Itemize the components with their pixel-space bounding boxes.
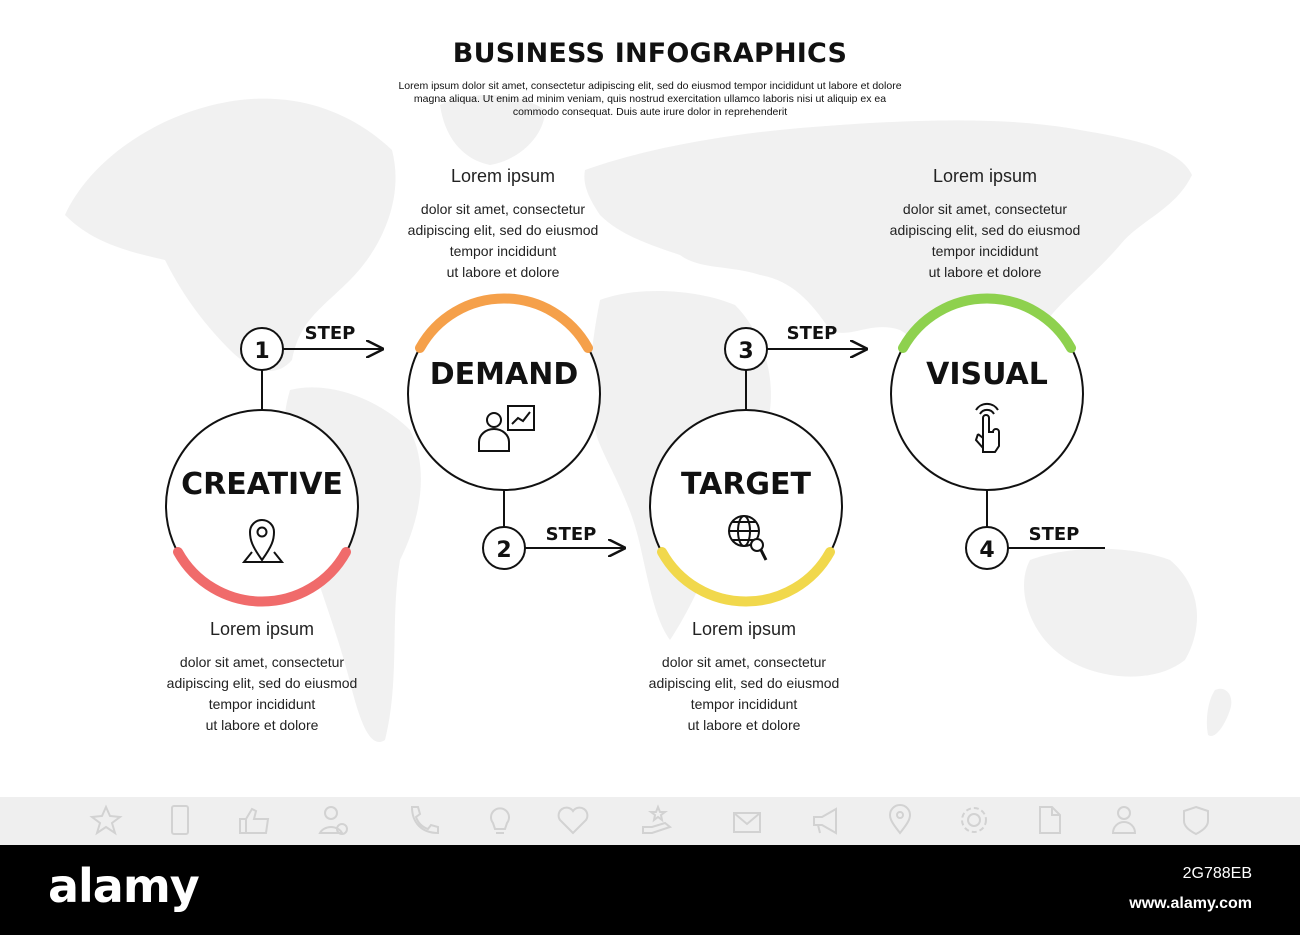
step-3-text-line: dolor sit amet, consectetur [661, 654, 827, 670]
presentation-icon [478, 405, 535, 452]
map-australia [1024, 548, 1197, 677]
step-1-text-heading: Lorem ipsum [209, 619, 315, 639]
step-1-description: Lorem ipsum dolor sit amet, consectetur … [142, 619, 382, 736]
step-4-text-line: adipiscing elit, sed do eiusmod [889, 222, 1081, 238]
step-2-accent-arc [415, 293, 593, 353]
step-3-text-line: adipiscing elit, sed do eiusmod [648, 675, 840, 691]
decorative-icon-strip [0, 797, 1300, 845]
document-icon [1039, 806, 1061, 834]
step-1-number: 1 [254, 339, 269, 364]
star-icon [89, 804, 123, 836]
megaphone-icon [813, 807, 837, 835]
step-2-text-line: dolor sit amet, consectetur [420, 201, 586, 217]
step-4-text-line: ut labore et dolore [928, 264, 1042, 280]
step-1-text-line: ut labore et dolore [205, 717, 319, 733]
step-2-description: Lorem ipsum dolor sit amet, consectetur … [383, 166, 623, 283]
location-icon [888, 804, 912, 835]
step-3-text-line: ut labore et dolore [687, 717, 801, 733]
step-4-description: Lorem ipsum dolor sit amet, consectetur … [865, 166, 1105, 283]
step-4-text-line: tempor incididunt [931, 243, 1039, 259]
hand-star-icon [642, 804, 673, 834]
step-3-name: TARGET [681, 467, 812, 502]
step-1-name: CREATIVE [181, 467, 343, 502]
step-1-text-line: tempor incididunt [208, 696, 316, 712]
step-3-accent-arc [657, 547, 835, 607]
lightbulb-icon [490, 807, 510, 834]
step-3-description: Lorem ipsum dolor sit amet, consectetur … [624, 619, 864, 736]
step-1: 1 STEP CREATIVE [165, 323, 382, 607]
envelope-icon [733, 812, 761, 833]
map-pin-icon [241, 519, 285, 563]
step-2-text-line: ut labore et dolore [446, 264, 560, 280]
map-greenland [440, 94, 545, 165]
step-4-number: 4 [979, 538, 994, 563]
footer-image-code: 2G788EB [1182, 865, 1252, 882]
person-icon [1111, 806, 1137, 834]
step-4: 4 STEP VISUAL [890, 293, 1105, 570]
page-subtitle: Lorem ipsum dolor sit amet, consectetur … [398, 80, 902, 118]
step-3: 3 STEP TARGET [649, 323, 866, 607]
handset-icon [410, 806, 439, 835]
step-2-number: 2 [496, 538, 511, 563]
step-2-text-line: tempor incididunt [449, 243, 557, 259]
step-4-step-label: STEP [1029, 524, 1080, 545]
phone-icon [171, 805, 189, 835]
footer-logo: alamy [48, 859, 200, 913]
step-4-text-line: dolor sit amet, consectetur [902, 201, 1068, 217]
step-2-name: DEMAND [430, 357, 578, 392]
step-3-number: 3 [738, 339, 753, 364]
step-4-accent-arc [898, 293, 1076, 353]
footer-bar: alamy 2G788EB www.alamy.com [0, 845, 1300, 935]
globe-search-icon [728, 515, 768, 561]
step-3-text-line: tempor incididunt [690, 696, 798, 712]
shield-icon [1183, 805, 1209, 836]
map-new-zealand [1206, 688, 1232, 736]
step-1-text-line: dolor sit amet, consectetur [179, 654, 345, 670]
thumbs-up-icon [239, 807, 270, 834]
step-2-text-line: adipiscing elit, sed do eiusmod [407, 222, 599, 238]
touch-hand-icon [974, 403, 1000, 453]
step-4-text-heading: Lorem ipsum [932, 166, 1038, 186]
step-2: 2 STEP DEMAND [407, 293, 624, 570]
footer-site-link[interactable]: www.alamy.com [1129, 895, 1252, 912]
heart-icon [557, 806, 589, 835]
step-3-step-label: STEP [787, 323, 838, 344]
user-check-icon [318, 806, 348, 835]
page-title: BUSINESS INFOGRAPHICS [452, 38, 848, 69]
step-4-name: VISUAL [926, 357, 1048, 392]
step-2-step-label: STEP [546, 524, 597, 545]
step-1-accent-arc [173, 547, 351, 607]
gear-icon [961, 807, 987, 833]
step-1-text-line: adipiscing elit, sed do eiusmod [166, 675, 358, 691]
map-north-america [65, 98, 396, 371]
step-1-step-label: STEP [305, 323, 356, 344]
step-2-text-heading: Lorem ipsum [450, 166, 556, 186]
step-3-text-heading: Lorem ipsum [691, 619, 797, 639]
